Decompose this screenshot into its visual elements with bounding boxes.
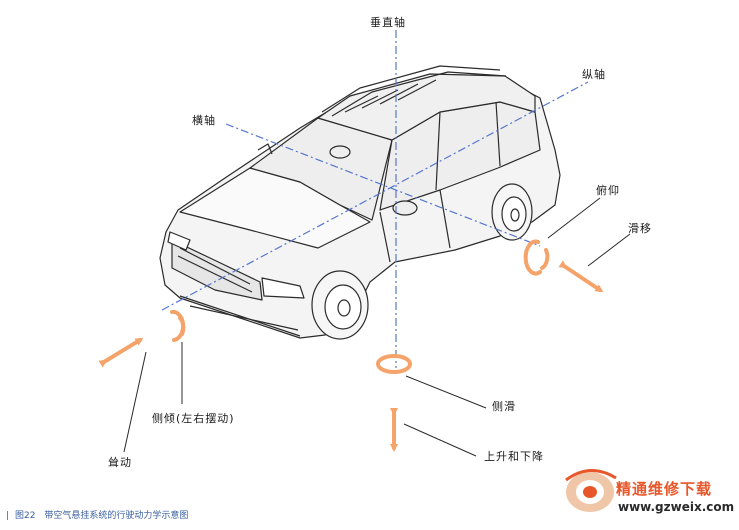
slide-arrow xyxy=(558,260,604,293)
caption-text: 带空气悬挂系统的行驶动力学示意图 xyxy=(44,511,189,521)
car-roof xyxy=(317,73,536,141)
axes xyxy=(161,30,589,368)
motion-indicators xyxy=(98,239,604,452)
label-longitudinal-axis: 纵轴 xyxy=(582,68,606,81)
car-side-mirror xyxy=(392,200,418,216)
label-pitch: 俯仰 xyxy=(596,184,620,197)
roll-rotation-icon xyxy=(170,309,186,342)
label-lateral-axis: 横轴 xyxy=(192,114,216,127)
label-surge: 耸动 xyxy=(108,456,132,469)
label-heave: 上升和下降 xyxy=(484,450,544,463)
label-slide: 滑移 xyxy=(628,222,652,235)
watermark-url: www.gzweix.com xyxy=(618,500,735,514)
car-headlight-left xyxy=(261,277,305,299)
caption-bar: | xyxy=(6,511,10,521)
watermark-logo-mark xyxy=(565,469,617,512)
yaw-rotation-icon xyxy=(376,354,412,374)
car-illustration xyxy=(159,65,561,340)
watermark-name: 精通维修下载 xyxy=(616,480,713,498)
surge-arrow xyxy=(98,337,144,368)
watermark-logo: 精通维修下载 www.gzweix.com xyxy=(566,470,736,524)
label-roll: 侧倾(左右摆动) xyxy=(152,412,235,425)
longitudinal-axis-line xyxy=(161,81,589,311)
leader-lines xyxy=(123,197,631,457)
figure-caption: | 图22 带空气悬挂系统的行驶动力学示意图 xyxy=(6,508,188,521)
label-vertical-axis: 垂直轴 xyxy=(370,16,406,29)
caption-figure-no: 图22 xyxy=(15,511,36,521)
label-yaw: 侧滑 xyxy=(492,400,516,413)
car-headlight-right xyxy=(167,231,191,251)
pitch-rotation-icon xyxy=(523,239,550,276)
